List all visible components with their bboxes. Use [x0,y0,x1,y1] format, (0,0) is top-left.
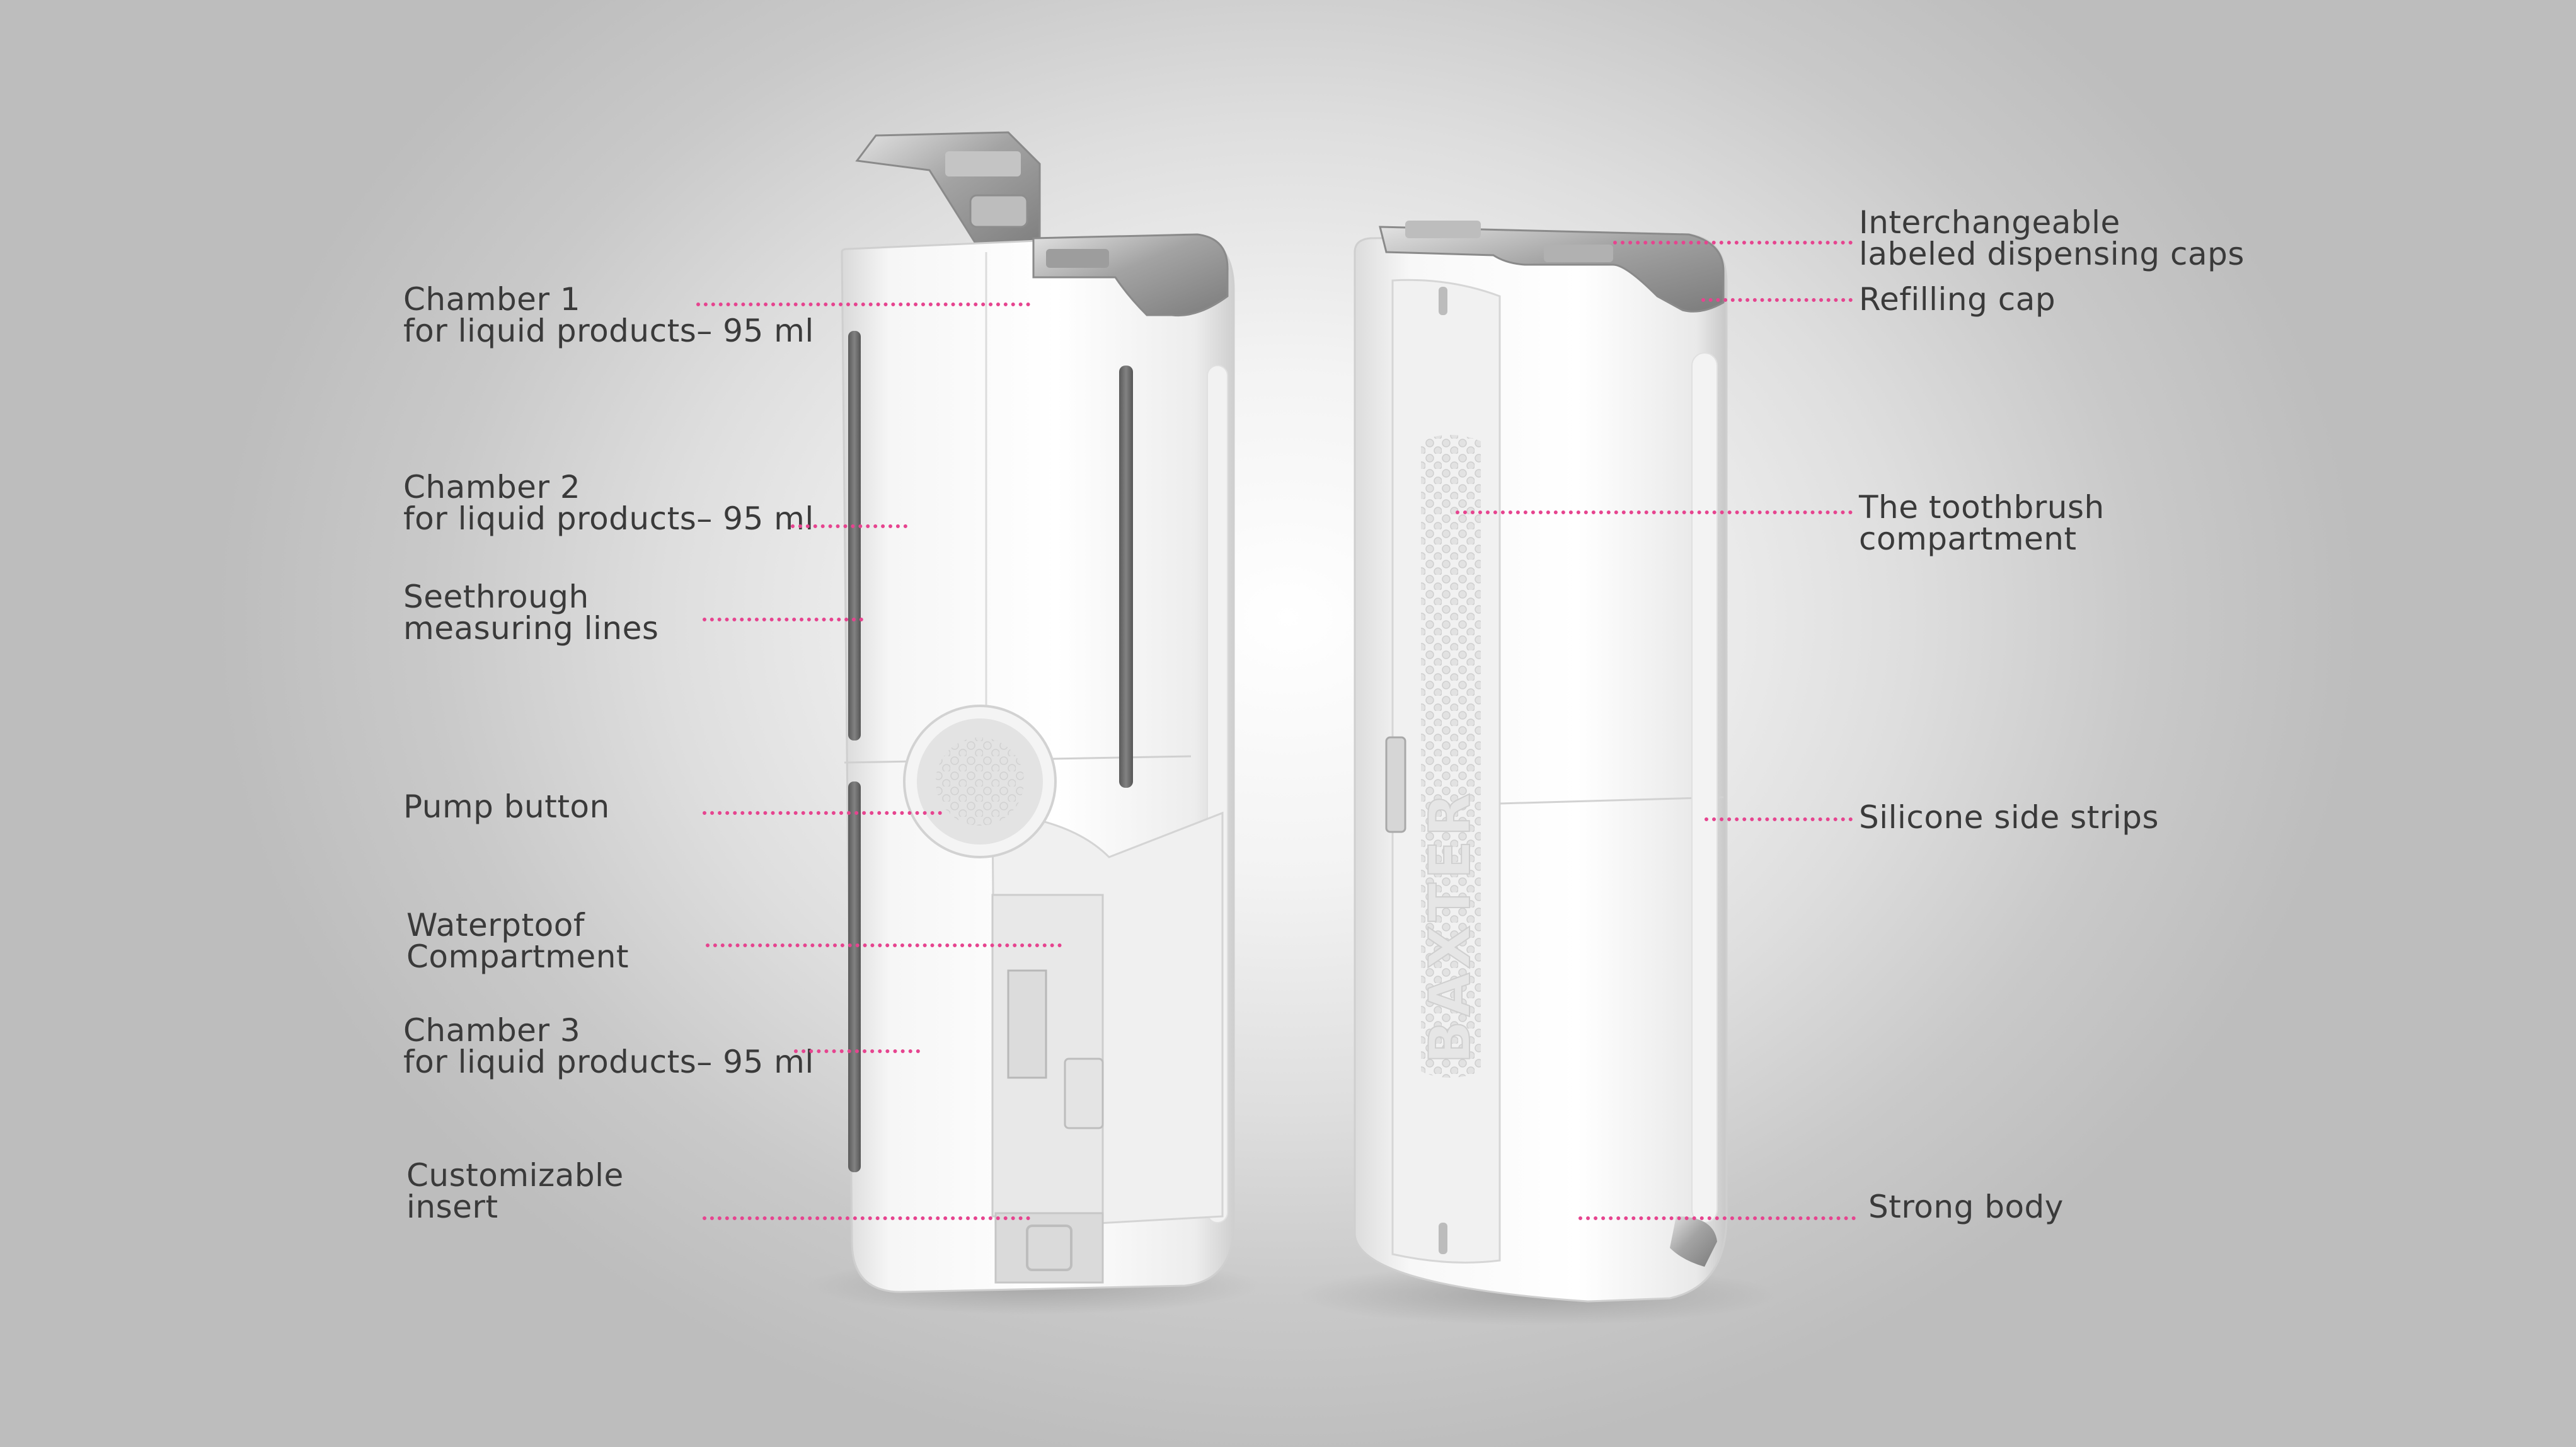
callout-line2: Compartment [406,938,630,975]
callout-line1: Pump button [403,788,610,825]
callout-refilling-cap: Refilling cap [1859,284,2056,315]
callout-line2: for liquid products– 95 ml [403,1044,814,1080]
toothbrush-grip-icon [1421,435,1481,1078]
callout-line1: Chamber 2 [403,469,581,505]
callout-line2: for liquid products– 95 ml [403,313,814,349]
dispenser-right-image [1354,221,1728,1303]
callout-line1: Interchangeable [1859,204,2120,241]
callout-line1: Chamber 1 [403,281,581,318]
callout-toothbrush-compartment: The toothbrush compartment [1859,492,2105,555]
callout-line1: Chamber 3 [403,1012,581,1049]
callout-line1: Silicone side strips [1859,799,2159,836]
leader-chamber-3 [794,1049,920,1053]
leader-chamber-2 [791,524,907,528]
dispenser-left-image [841,131,1235,1293]
leader-pump-button [703,811,942,815]
callout-line1: Refilling cap [1859,281,2056,318]
callout-line1: Seethrough [403,579,589,615]
leader-refilling-cap [1701,298,1853,302]
callout-line1: Waterptoof [406,907,585,943]
leader-customizable-insert [703,1216,1030,1220]
callout-line1: Strong body [1868,1189,2064,1225]
callout-pump-button: Pump button [403,791,610,822]
callout-strong-body: Strong body [1868,1191,2064,1223]
callout-dispensing-caps: Interchangeable labeled dispensing caps [1859,207,2245,270]
leader-silicone-strips [1705,817,1853,821]
callout-line1: The toothbrush [1859,489,2105,526]
callout-chamber-1: Chamber 1 for liquid products– 95 ml [403,284,814,347]
callout-silicone-strips: Silicone side strips [1859,802,2159,833]
brand-engraving: BAXTER [1417,789,1483,1064]
pump-button-icon [903,705,1057,858]
leader-dispensing-caps [1613,241,1853,245]
callout-measuring-lines: Seethrough measuring lines [403,581,658,644]
callout-chamber-2: Chamber 2 for liquid products– 95 ml [403,471,814,534]
callout-line2: for liquid products– 95 ml [403,500,814,537]
callout-waterproof-compartment: Waterptoof Compartment [406,909,629,972]
callout-line2: measuring lines [403,610,659,647]
callout-line1: Customizable [406,1157,624,1194]
callout-customizable-insert: Customizable insert [406,1160,624,1223]
callout-line2: insert [406,1189,498,1225]
leader-waterproof-compartment [706,943,1062,947]
leader-measuring-lines [703,618,863,621]
callout-chamber-3: Chamber 3 for liquid products– 95 ml [403,1015,814,1078]
leader-strong-body [1578,1216,1856,1220]
leader-chamber-1 [696,303,1030,306]
callout-line2: labeled dispensing caps [1859,236,2245,272]
leader-toothbrush-compartment [1456,510,1853,514]
callout-line2: compartment [1859,521,2077,557]
